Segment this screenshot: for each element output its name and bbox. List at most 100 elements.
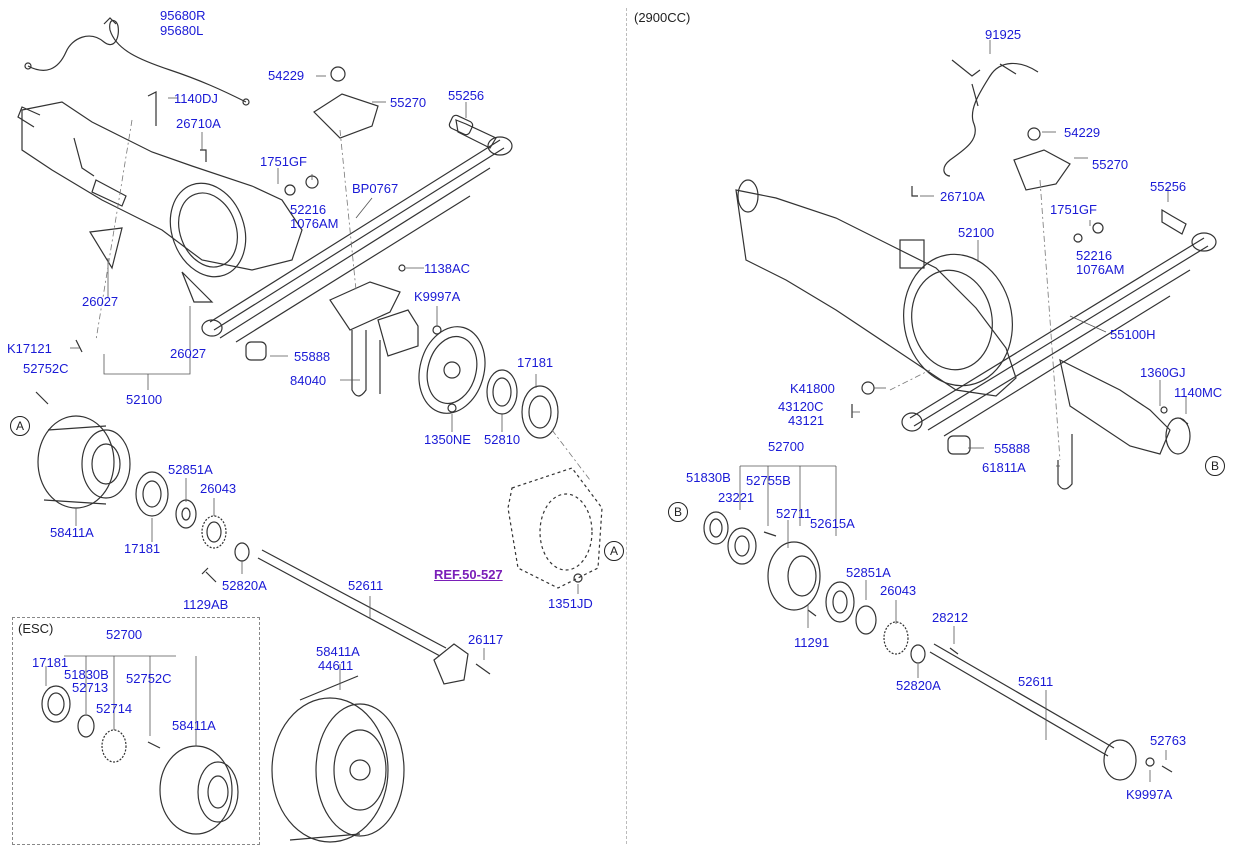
esc-label-51830b[interactable]: 51830B	[64, 667, 109, 682]
part-label-55100h[interactable]: 55100H	[1110, 327, 1156, 342]
part-label-55888-left[interactable]: 55888	[294, 349, 331, 364]
leader-lines	[45, 40, 1187, 782]
bolt-26117	[475, 663, 491, 675]
part-label-52752c-left[interactable]: 52752C	[23, 361, 69, 376]
part-label-26043-right[interactable]: 26043	[880, 583, 917, 598]
part-label-k41800[interactable]: K41800	[790, 381, 835, 396]
part-label-1350ne[interactable]: 1350NE	[424, 432, 471, 447]
part-label-52611-left[interactable]: 52611	[348, 578, 384, 593]
part-label-95680l[interactable]: 95680L	[160, 23, 204, 38]
part-label-52820a-left[interactable]: 52820A	[222, 578, 267, 593]
bolt-1129ab	[201, 567, 217, 583]
part-label-52611-right[interactable]: 52611	[1018, 674, 1054, 689]
part-label-51830b-right[interactable]: 51830B	[686, 470, 731, 485]
part-label-1751gf-left[interactable]: 1751GF	[260, 154, 307, 169]
part-label-26117[interactable]: 26117	[468, 632, 504, 647]
part-label-43120c[interactable]: 43120C	[778, 399, 824, 414]
part-label-52711[interactable]: 52711	[776, 506, 812, 521]
part-label-1140mc[interactable]: 1140MC	[1174, 385, 1223, 400]
part-label-58411a-left[interactable]: 58411A	[50, 525, 94, 540]
part-label-1076am-right[interactable]: 1076AM	[1076, 262, 1125, 277]
u-bolt-left	[351, 330, 367, 397]
washer-1350ne	[447, 403, 457, 413]
part-label-1351jd[interactable]: 1351JD	[548, 596, 593, 611]
part-label-26710a-right[interactable]: 26710A	[940, 189, 985, 204]
part-label-17181-left[interactable]: 17181	[124, 541, 161, 556]
esc-label-52713[interactable]: 52713	[72, 680, 109, 695]
part-label-55256-right[interactable]: 55256	[1150, 179, 1187, 194]
part-label-52100-right[interactable]: 52100	[958, 225, 995, 240]
marker-a-left: A	[10, 416, 30, 436]
part-label-52763[interactable]: 52763	[1150, 733, 1187, 748]
part-label-26027-upper[interactable]: 26027	[82, 294, 119, 309]
esc-label-52714[interactable]: 52714	[96, 701, 133, 716]
spring-seat	[329, 281, 401, 331]
washer-1751gf-right	[1073, 233, 1083, 243]
washer-1351jd	[573, 573, 583, 583]
part-label-58411a-drum[interactable]: 58411A	[316, 644, 360, 659]
part-label-1140dj[interactable]: 1140DJ	[174, 91, 218, 106]
part-label-1751gf-right[interactable]: 1751GF	[1050, 202, 1097, 217]
center-lines	[95, 119, 1061, 481]
leaf-spring-left	[201, 114, 513, 361]
part-label-54229-right[interactable]: 54229	[1064, 125, 1101, 140]
part-label-52615a[interactable]: 52615A	[810, 516, 855, 531]
wheel-speed-sensor-harness-right	[943, 59, 1039, 177]
part-label-52755b[interactable]: 52755B	[746, 473, 791, 488]
reference-link-50-527[interactable]: REF.50-527	[434, 567, 503, 582]
part-label-52810[interactable]: 52810	[484, 432, 521, 447]
part-label-91925[interactable]: 91925	[985, 27, 1022, 42]
part-label-54229-left[interactable]: 54229	[268, 68, 305, 83]
part-label-bp0767[interactable]: BP0767	[352, 181, 399, 196]
part-label-61811a[interactable]: 61811A	[982, 460, 1026, 475]
part-label-52216-right[interactable]: 52216	[1076, 248, 1113, 263]
spring-bushing	[455, 119, 497, 149]
brake-drum-ref	[507, 467, 603, 589]
part-label-1138ac[interactable]: 1138AC	[424, 261, 471, 276]
part-label-52851a-right[interactable]: 52851A	[846, 565, 891, 580]
part-label-44611[interactable]: 44611	[318, 658, 354, 673]
part-label-55256-left[interactable]: 55256	[448, 88, 485, 103]
engine-variant-note: (2900CC)	[634, 10, 691, 25]
part-label-1076am-left[interactable]: 1076AM	[290, 216, 339, 231]
nut-52216-right	[1092, 222, 1104, 234]
part-label-52700-right[interactable]: 52700	[768, 439, 805, 454]
part-label-1129ab[interactable]: 1129AB	[183, 597, 229, 612]
esc-label-52700[interactable]: 52700	[106, 627, 143, 642]
marker-b-right: B	[1205, 456, 1225, 476]
part-label-23221[interactable]: 23221	[718, 490, 755, 505]
part-label-11291[interactable]: 11291	[794, 635, 830, 650]
part-label-26027-lower[interactable]: 26027	[170, 346, 207, 361]
bearing-52810	[486, 369, 518, 415]
part-label-95680r[interactable]: 95680R	[160, 8, 206, 23]
part-label-52820a-right[interactable]: 52820A	[896, 678, 941, 693]
part-label-28212[interactable]: 28212	[932, 610, 969, 625]
part-label-55270-right[interactable]: 55270	[1092, 157, 1129, 172]
hub-assembly-right	[703, 511, 959, 664]
part-label-1360gj[interactable]: 1360GJ	[1140, 365, 1186, 380]
part-label-43121[interactable]: 43121	[788, 413, 825, 428]
rear-axle-housing	[17, 101, 303, 278]
esc-label-17181[interactable]: 17181	[32, 655, 69, 670]
part-label-55888-right[interactable]: 55888	[994, 441, 1031, 456]
esc-inset-box	[12, 617, 260, 845]
esc-label-58411a[interactable]: 58411A	[172, 718, 216, 733]
hub-58411a-left	[37, 415, 131, 509]
part-label-52851a-left[interactable]: 52851A	[168, 462, 213, 477]
part-label-52100-left[interactable]: 52100	[126, 392, 163, 407]
plug-k41800	[861, 381, 875, 395]
part-label-26710a-left[interactable]: 26710A	[176, 116, 221, 131]
part-label-55270-left[interactable]: 55270	[390, 95, 427, 110]
part-label-52216-left[interactable]: 52216	[290, 202, 327, 217]
bushing-55256-right	[1161, 208, 1187, 235]
esc-label-52752c[interactable]: 52752C	[126, 671, 172, 686]
part-label-k17121[interactable]: K17121	[7, 341, 52, 356]
part-label-k9997a-left[interactable]: K9997A	[414, 289, 461, 304]
bearing-17181-left	[135, 471, 169, 517]
part-label-17181-right[interactable]: 17181	[517, 355, 554, 370]
part-label-k9997a-right[interactable]: K9997A	[1126, 787, 1173, 802]
part-label-26043-left[interactable]: 26043	[200, 481, 237, 496]
part-label-84040[interactable]: 84040	[290, 373, 327, 388]
